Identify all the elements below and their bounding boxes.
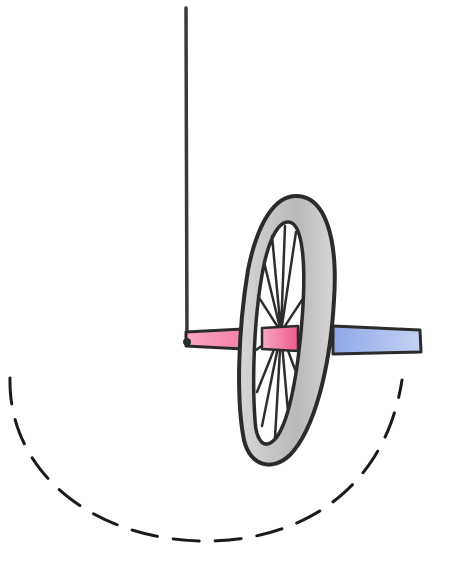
axle-right	[331, 324, 423, 356]
string-knot	[183, 338, 191, 346]
axle-left-front	[260, 324, 300, 353]
string-line	[184, 6, 189, 347]
precession-path	[8, 376, 404, 543]
